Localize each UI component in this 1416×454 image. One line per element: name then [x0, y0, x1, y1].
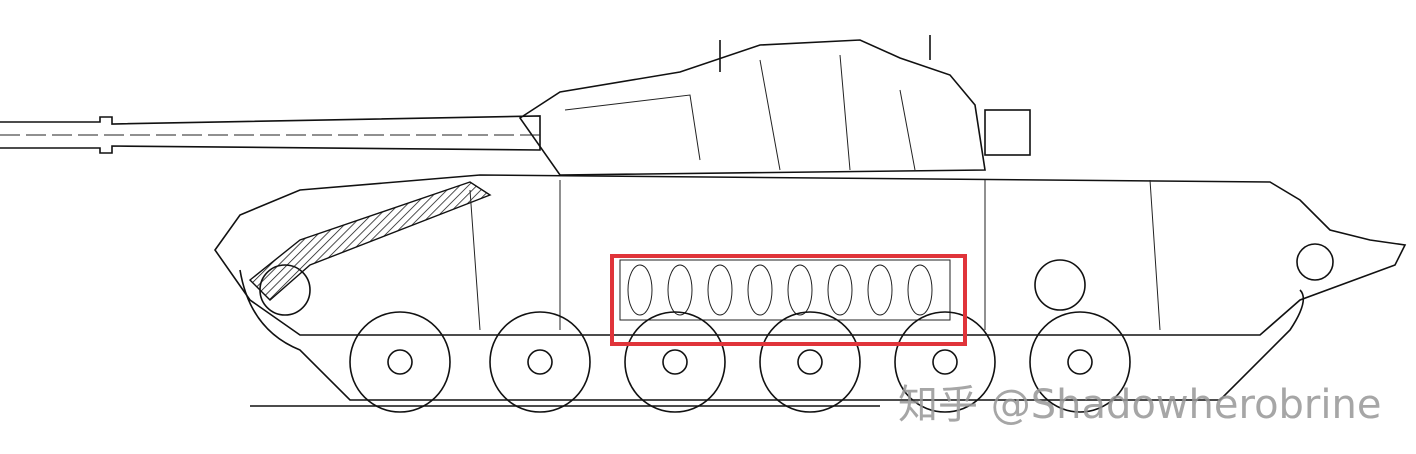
watermark: 知乎 @Shadowherobrine	[898, 382, 1382, 428]
running-gear	[239, 264, 1305, 413]
gun-barrel	[0, 115, 541, 154]
turret	[518, 35, 1031, 176]
highlight-box	[610, 254, 967, 346]
hull	[214, 174, 1407, 336]
